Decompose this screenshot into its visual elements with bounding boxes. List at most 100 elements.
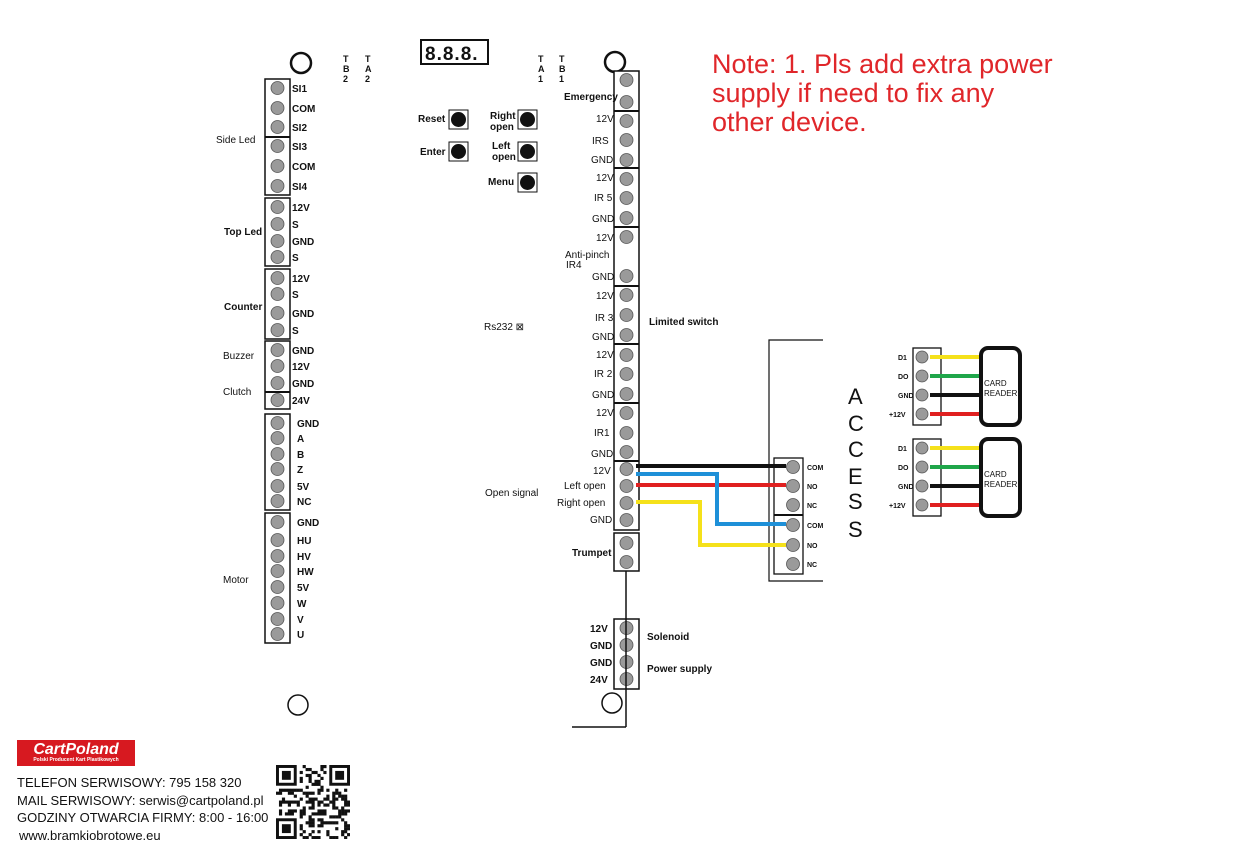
qr-module bbox=[317, 803, 321, 807]
terminal-screw bbox=[619, 133, 634, 147]
relay-terminal-label: COM bbox=[807, 523, 824, 530]
terminal-screw bbox=[786, 498, 800, 512]
footer-mail[interactable]: MAIL SERWISOWY: serwis@cartpoland.pl bbox=[17, 793, 264, 808]
note-line-2: supply if need to fix any bbox=[712, 78, 995, 108]
relay-terminal-label: NC bbox=[807, 503, 817, 510]
wire-yellow bbox=[636, 500, 786, 547]
qr-code bbox=[276, 765, 350, 839]
qr-module bbox=[341, 812, 345, 816]
qr-module bbox=[278, 812, 283, 816]
qr-module bbox=[344, 821, 348, 825]
qr-module bbox=[311, 797, 315, 801]
reset-button-cap bbox=[451, 112, 466, 127]
qr-module bbox=[305, 767, 309, 772]
qr-module bbox=[311, 818, 315, 822]
qr-module bbox=[341, 818, 345, 822]
terminal-label: 12V bbox=[596, 173, 614, 184]
footer-hours: GODZINY OTWARCIA FIRMY: 8:00 - 16:00 bbox=[17, 810, 269, 825]
qr-module bbox=[341, 797, 345, 801]
left-open-button[interactable] bbox=[517, 141, 538, 162]
qr-module bbox=[317, 836, 321, 839]
terminal-label: 5V bbox=[297, 583, 310, 594]
card-reader-label: CARD bbox=[984, 470, 1007, 479]
qr-module bbox=[317, 773, 321, 778]
terminal-screw bbox=[619, 479, 634, 493]
terminal-screw bbox=[270, 479, 285, 493]
qr-finder bbox=[335, 770, 345, 780]
terminal-screw bbox=[270, 549, 285, 563]
card-reader-body bbox=[979, 437, 1022, 518]
qr-module bbox=[305, 785, 309, 789]
mounting-hole bbox=[601, 692, 623, 714]
access-box-outline bbox=[768, 339, 823, 582]
terminal-label: IRS bbox=[592, 136, 609, 147]
terminal-label: NC bbox=[297, 497, 311, 508]
terminal-label: GND bbox=[292, 309, 314, 320]
card-reader-label: READER bbox=[984, 389, 1018, 398]
terminal-screw bbox=[619, 114, 634, 128]
menu-button[interactable] bbox=[517, 172, 538, 193]
led-display-digits: 8.8.8. bbox=[425, 44, 479, 65]
terminal-screw bbox=[619, 536, 634, 550]
qr-module bbox=[287, 791, 291, 795]
terminal-label: 12V bbox=[292, 362, 310, 373]
group-label: Top Led bbox=[224, 227, 262, 238]
footer-website[interactable]: www.bramkiobrotowe.eu bbox=[19, 828, 161, 843]
terminal-label: A bbox=[297, 434, 304, 445]
qr-module bbox=[311, 782, 315, 786]
qr-module bbox=[347, 827, 350, 831]
qr-module bbox=[299, 815, 303, 819]
qr-module bbox=[347, 809, 350, 813]
qr-module bbox=[302, 812, 306, 816]
qr-module bbox=[314, 797, 318, 801]
terminal-screw bbox=[619, 513, 634, 527]
qr-module bbox=[344, 797, 348, 801]
qr-module bbox=[308, 818, 312, 822]
qr-module bbox=[290, 788, 294, 792]
terminal-block bbox=[264, 413, 291, 511]
qr-module bbox=[299, 824, 303, 828]
terminal-screw bbox=[786, 518, 800, 532]
terminal-label: COM bbox=[292, 104, 315, 115]
qr-module bbox=[347, 803, 350, 807]
qr-module bbox=[290, 791, 294, 795]
terminal-label: GND bbox=[292, 346, 314, 357]
qr-module bbox=[305, 800, 309, 804]
qr-module bbox=[296, 803, 300, 807]
qr-module bbox=[323, 821, 327, 825]
terminal-screw bbox=[619, 269, 634, 283]
qr-module bbox=[338, 791, 342, 795]
qr-module bbox=[314, 770, 318, 775]
terminal-screw bbox=[270, 287, 285, 301]
terminal-screw bbox=[619, 496, 634, 510]
qr-module bbox=[335, 797, 339, 801]
ta1-label: T bbox=[538, 54, 544, 64]
qr-module bbox=[278, 791, 283, 795]
qr-module bbox=[308, 773, 312, 778]
qr-module bbox=[332, 800, 336, 804]
qr-module bbox=[335, 791, 339, 795]
qr-module bbox=[344, 836, 348, 839]
right-open-button[interactable] bbox=[517, 109, 538, 130]
limited-switch-label: Limited switch bbox=[649, 317, 718, 328]
group-label: Side Led bbox=[216, 135, 255, 146]
terminal-screw bbox=[619, 406, 634, 420]
qr-module bbox=[308, 767, 312, 772]
qr-module bbox=[284, 812, 289, 816]
qr-module bbox=[311, 803, 315, 807]
qr-module bbox=[287, 800, 291, 804]
tb1-label: B bbox=[559, 64, 566, 74]
qr-module bbox=[308, 776, 312, 780]
enter-button[interactable] bbox=[448, 141, 469, 162]
reset-button[interactable] bbox=[448, 109, 469, 130]
qr-module bbox=[311, 791, 315, 795]
qr-module bbox=[326, 803, 330, 807]
terminal-label: B bbox=[297, 450, 304, 461]
led-display bbox=[420, 39, 489, 65]
qr-module bbox=[299, 788, 303, 792]
terminal-screw bbox=[270, 533, 285, 547]
terminal-screw bbox=[619, 445, 634, 459]
